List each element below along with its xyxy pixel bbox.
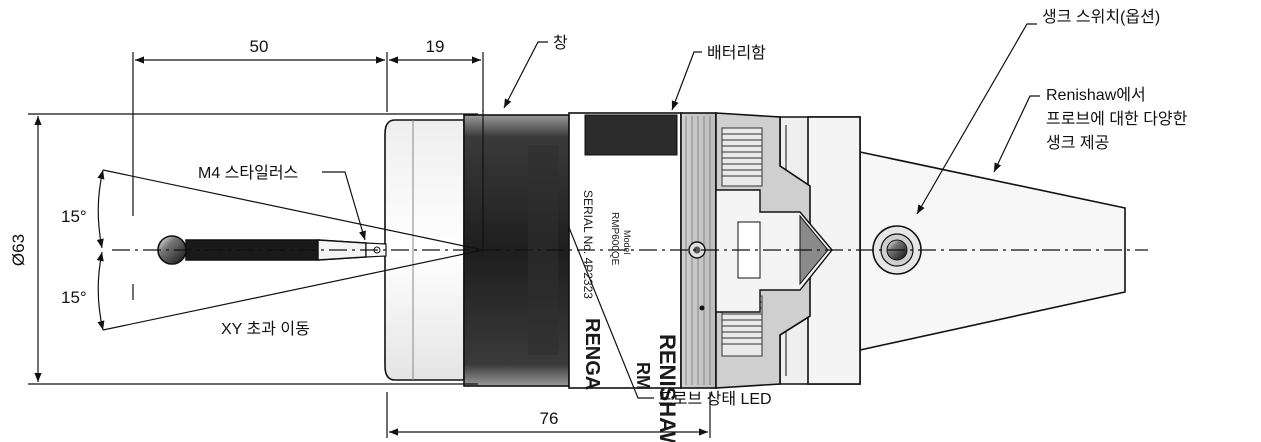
callout-shanks-line-3: 생크 제공 xyxy=(1046,134,1109,152)
dim-50-label: 50 xyxy=(250,37,269,56)
leader-window xyxy=(503,41,548,109)
dim-19-label: 19 xyxy=(426,37,445,56)
brand-short: RENGA xyxy=(581,318,603,390)
angle-bottom-label: 15° xyxy=(61,288,87,307)
angle-top-label: 15° xyxy=(61,207,87,226)
dim-diameter-label: Ø63 xyxy=(9,234,28,266)
angle-arc-bottom xyxy=(96,251,105,331)
callout-shank-switch: 생크 스위치(옵션) xyxy=(1042,8,1160,26)
callout-window: 창 xyxy=(553,34,568,52)
serial-number: SERIAL No. 4P2323 xyxy=(581,190,595,299)
overtravel-upper-line xyxy=(102,169,484,251)
callout-shanks-line-2: 프로브에 대한 다양한 xyxy=(1046,110,1188,128)
callout-shanks-line-1: Renishaw에서 xyxy=(1046,86,1146,104)
model-label: Model xyxy=(622,230,632,255)
model-code: RMP600QE xyxy=(609,212,620,266)
battery-box xyxy=(584,114,678,156)
labels: 50 19 76 Ø63 15° 15° 창 배터리함 생크 스위치(옵션) R… xyxy=(9,8,1188,428)
leader-battery xyxy=(671,51,702,111)
product-marking: Model RMP600QE SERIAL No. 4P2323 RENGA R… xyxy=(581,190,680,442)
callout-status-led: 프로브 상태 LED xyxy=(658,390,772,408)
leader-stylus xyxy=(322,171,366,241)
leader-shanks xyxy=(993,95,1040,173)
leader-shank-switch xyxy=(916,23,1037,215)
leader-led xyxy=(567,224,654,399)
angle-arc-top xyxy=(96,169,105,249)
dim-76-label: 76 xyxy=(540,409,559,428)
dimension-lines xyxy=(28,52,1148,438)
overtravel-lower-line xyxy=(102,249,484,331)
brand-mark: RENISHAW xyxy=(655,334,680,442)
callout-stylus: M4 스타일러스 xyxy=(198,164,298,182)
callout-battery-box: 배터리함 xyxy=(707,44,766,62)
leader-lines xyxy=(322,23,1040,399)
callout-overtravel: XY 초과 이동 xyxy=(221,320,310,338)
brand-short-2: RM xyxy=(633,362,653,390)
